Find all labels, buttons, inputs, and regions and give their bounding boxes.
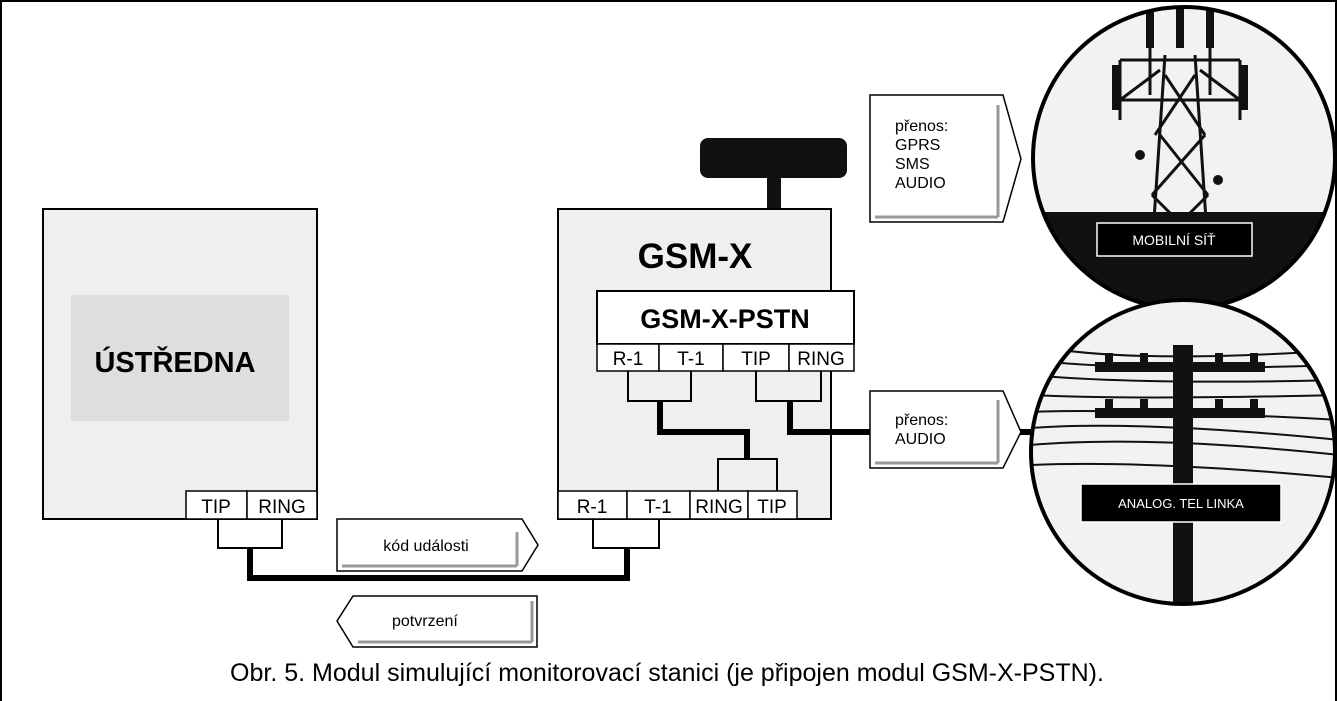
module-terminal-t1 [626,490,691,520]
module-terminal-tip-label: TIP [757,497,787,518]
pstn-terminal-ring-label: RING [797,349,845,370]
terminal-tip [185,490,248,520]
internal-wiring [627,371,778,491]
terminal-ring [246,490,318,520]
event-code-label: kód události [383,538,468,555]
mobile-transfer-item: AUDIO [895,175,946,192]
central-unit-title: ÚSTŘEDNA [94,345,255,379]
acknowledgement-arrow: potvrzení [336,595,538,648]
module-terminal-t1-label: T-1 [644,497,671,518]
terminal-tip-label: TIP [201,497,231,518]
pstn-terminal-ring [788,343,855,372]
line-transfer-callout: přenos: AUDIO [869,390,1022,469]
module-terminal-r1 [557,490,628,520]
pstn-terminal-tip-label: TIP [741,349,771,370]
antenna-icon [700,138,847,178]
module-terminal-r1-label: R-1 [577,497,608,518]
mobile-transfer-item: GPRS [895,137,940,154]
central-unit: ÚSTŘEDNA TIP RING [42,208,318,520]
line-transfer-heading: přenos: [895,412,948,429]
pstn-terminal-r1-label: R-1 [613,349,644,370]
terminal-ring-label: RING [258,497,306,518]
event-code-arrow: kód události [336,518,539,572]
mobile-network-illustration: MOBILNÍ SÍŤ [1031,5,1337,311]
phone-line-label: ANALOG. TEL LINKA [1118,496,1244,511]
module-terminal-ring-label: RING [695,497,743,518]
acknowledgement-label: potvrzení [392,613,458,630]
mobile-transfer-item: SMS [895,156,930,173]
phone-line-illustration: ANALOG. TEL LINKA [1029,298,1337,606]
mobile-transfer-callout: přenos: GPRS SMS AUDIO [869,94,1022,223]
line-transfer-item: AUDIO [895,431,946,448]
mobile-network-label: MOBILNÍ SÍŤ [1132,232,1216,248]
figure-caption: Obr. 5. Modul simulující monitorovací st… [230,659,1104,687]
pstn-terminal-r1 [596,343,660,372]
module-title: GSM-X [638,237,753,276]
pstn-expansion [596,290,855,345]
module-terminal-tip [747,490,798,520]
mobile-transfer-heading: přenos: [895,118,948,135]
pstn-terminal-t1-label: T-1 [677,349,704,370]
antenna-mast [767,175,781,211]
gsm-x-module: GSM-X GSM-X-PSTN R-1 T-1 TIP RING R-1 T-… [557,138,855,520]
central-unit-label-panel [71,295,289,421]
pstn-title: GSM-X-PSTN [640,304,810,334]
utility-pole-icon [1173,345,1193,604]
